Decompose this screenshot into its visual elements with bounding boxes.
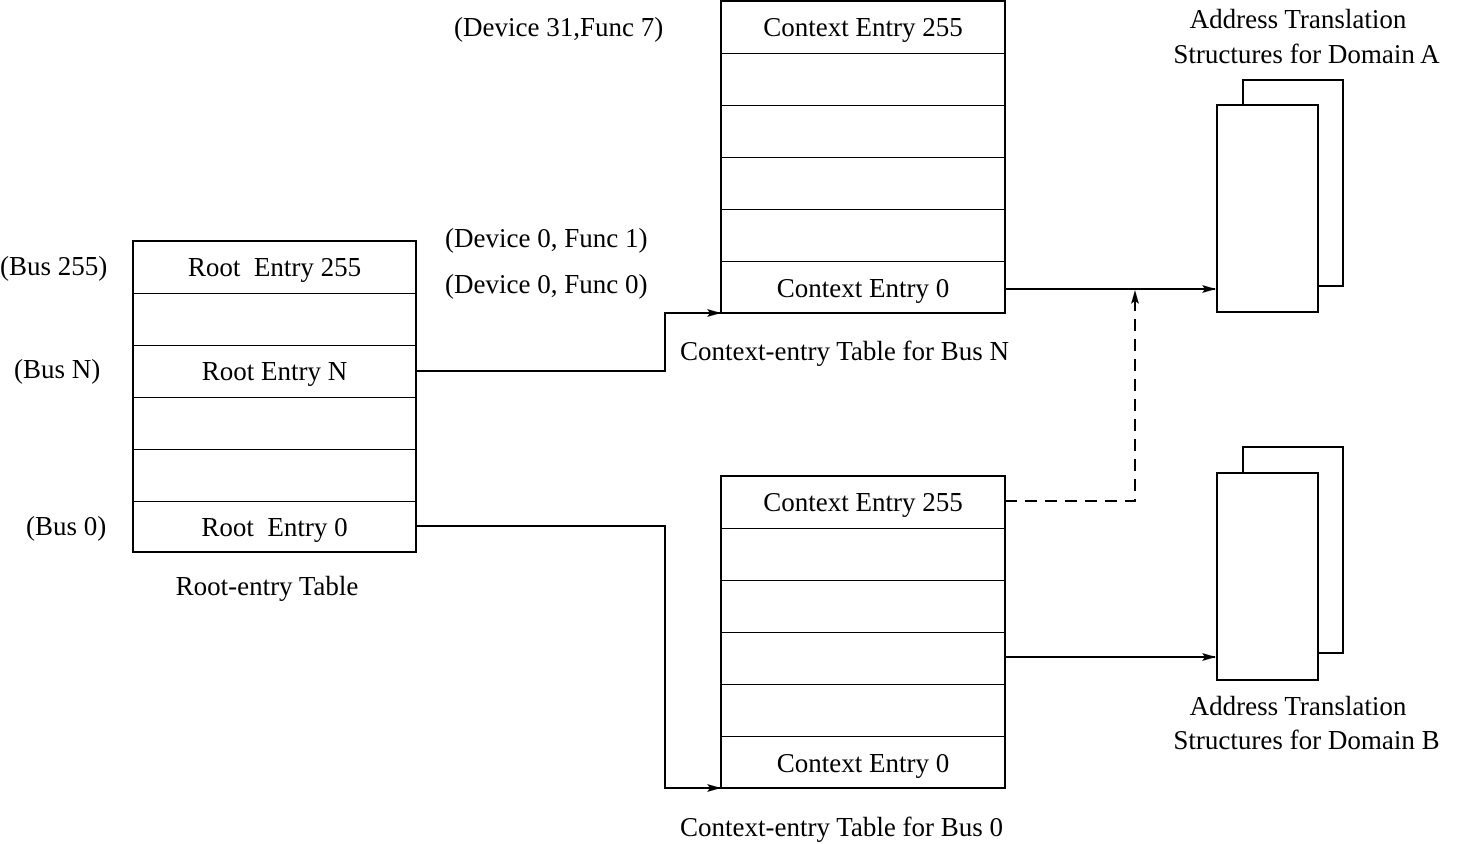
domain-a-label-line1: Address Translation bbox=[1189, 4, 1407, 34]
context-n-entry-row bbox=[722, 106, 1004, 158]
root-entry-row bbox=[134, 294, 415, 346]
context-0-entry-row bbox=[722, 685, 1004, 737]
root-entry-row bbox=[134, 398, 415, 450]
context-0-entry-row bbox=[722, 529, 1004, 581]
context-table-n-caption: Context-entry Table for Bus N bbox=[680, 336, 1010, 366]
root-entry-table: Root Entry 255 Root Entry N Root Entry 0 bbox=[132, 240, 417, 553]
root-entry-0: Root Entry 0 bbox=[201, 512, 348, 542]
bus-255-label: (Bus 255) bbox=[0, 251, 108, 281]
device31-func7-label: (Device 31,Func 7) bbox=[454, 12, 664, 42]
domain-b-label-line1: Address Translation bbox=[1189, 691, 1407, 721]
context-n-entry-row bbox=[722, 210, 1004, 262]
domain-b-page-front bbox=[1216, 472, 1319, 681]
context-table-bus-0: Context Entry 255 Context Entry 0 bbox=[720, 475, 1006, 789]
domain-a-label-line2: Structures for Domain A bbox=[1173, 39, 1440, 69]
arrow-root0-to-context-0 bbox=[416, 525, 721, 792]
bus-n-label: (Bus N) bbox=[14, 354, 101, 384]
domain-b-label-line2: Structures for Domain B bbox=[1173, 725, 1440, 755]
context-n-entry-row bbox=[722, 54, 1004, 106]
context-table-0-caption: Context-entry Table for Bus 0 bbox=[680, 812, 1004, 842]
context-n-entry-0: Context Entry 0 bbox=[776, 272, 950, 303]
dashed-arrow-context0-255-to-domain-a bbox=[1005, 290, 1139, 502]
context-0-entry-255: Context Entry 255 bbox=[722, 477, 1004, 529]
context-0-entry-row bbox=[722, 633, 1004, 685]
context-0-entry-row bbox=[722, 581, 1004, 633]
root-table-caption: Root-entry Table bbox=[175, 571, 359, 601]
context-0-entry-0: Context Entry 0 bbox=[776, 747, 950, 778]
root-entry-n: Root Entry N bbox=[134, 346, 415, 398]
arrow-rootN-to-context-n bbox=[416, 309, 721, 372]
root-entry-255: Root Entry 255 bbox=[134, 242, 415, 294]
domain-a-page-front bbox=[1216, 104, 1319, 313]
device0-func0-label: (Device 0, Func 0) bbox=[445, 269, 648, 299]
context-n-entry-row bbox=[722, 158, 1004, 210]
bus-0-label: (Bus 0) bbox=[26, 511, 107, 541]
context-table-bus-n: Context Entry 255 Context Entry 0 bbox=[720, 0, 1006, 314]
root-entry-row bbox=[134, 450, 415, 502]
device0-func1-label: (Device 0, Func 1) bbox=[445, 223, 648, 253]
context-n-entry-255: Context Entry 255 bbox=[722, 2, 1004, 54]
